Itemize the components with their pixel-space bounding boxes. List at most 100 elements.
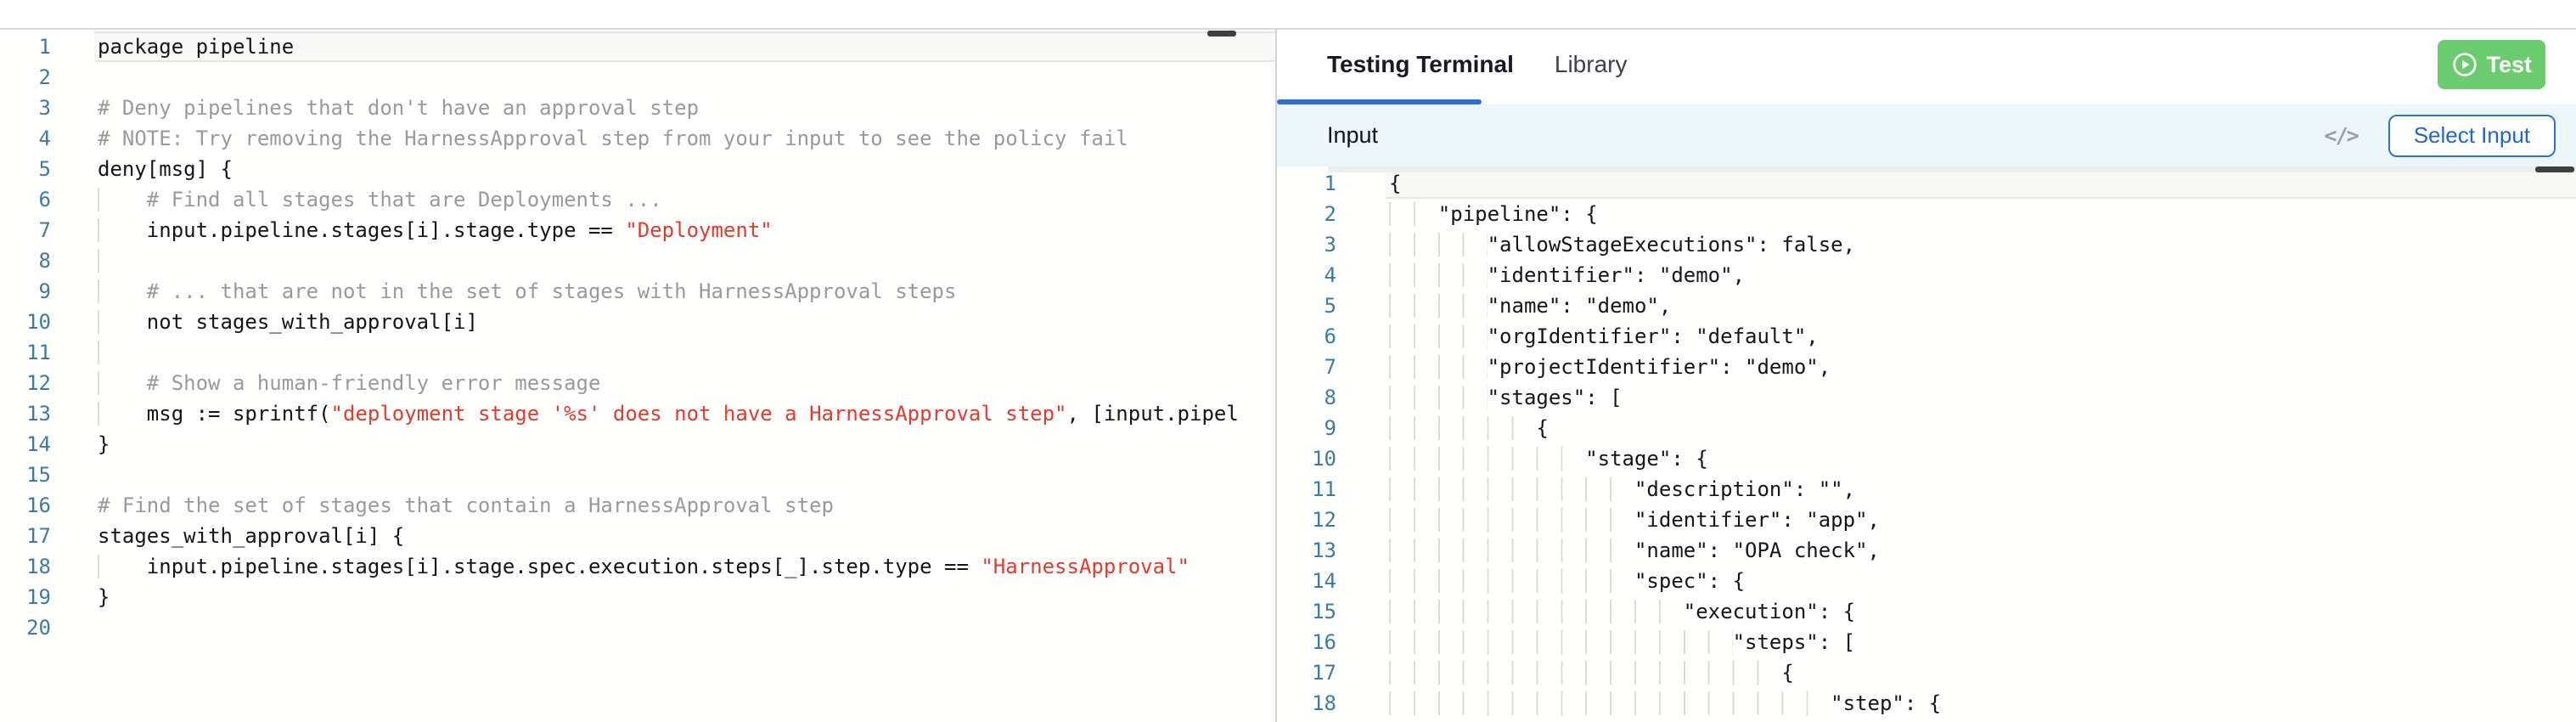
line-number: 11 <box>1312 477 1336 501</box>
code-line: 7 "projectIdentifier": "demo", <box>1277 352 2576 382</box>
code-line: 3# Deny pipelines that don't have an app… <box>0 93 1275 123</box>
pane-divider[interactable] <box>1275 28 1277 722</box>
line-number: 14 <box>1312 569 1336 593</box>
code-content <box>94 62 1275 93</box>
code-content: "pipeline": { <box>1386 199 2576 229</box>
indent-guides <box>1389 539 1634 562</box>
code-line: 12 "identifier": "app", <box>1277 505 2576 535</box>
indent-guides <box>1389 233 1488 257</box>
line-number: 4 <box>38 127 51 150</box>
select-input-button[interactable]: Select Input <box>2388 114 2556 157</box>
indent-guides <box>1389 263 1488 287</box>
line-number: 18 <box>1312 691 1336 715</box>
line-number: 7 <box>1324 355 1336 379</box>
line-number: 5 <box>1324 294 1336 318</box>
indent-guides <box>1389 477 1634 501</box>
indent-guides <box>98 341 147 364</box>
code-line: 11 <box>0 337 1275 368</box>
code-view-icon[interactable]: </> <box>2324 123 2359 148</box>
line-number: 3 <box>1324 233 1336 257</box>
indent-guides <box>98 555 147 578</box>
line-number: 19 <box>26 585 51 609</box>
indent-guides <box>98 402 147 426</box>
line-number: 12 <box>1312 508 1336 532</box>
indent-guides <box>1389 661 1782 685</box>
code-line: 8 "stages": [ <box>1277 382 2576 413</box>
code-content <box>94 337 1275 368</box>
code-line: 16# Find the set of stages that contain … <box>0 490 1275 521</box>
indent-guides <box>1389 202 1438 226</box>
indent-guides <box>1389 324 1488 348</box>
code-line: 15 <box>0 460 1275 490</box>
line-number: 3 <box>38 96 51 120</box>
code-content: { <box>1386 413 2576 443</box>
line-number: 8 <box>38 249 51 273</box>
code-content: "spec": { <box>1386 566 2576 596</box>
code-content: } <box>98 585 110 609</box>
horizontal-scrollbar-thumb[interactable] <box>2535 166 2574 172</box>
indent-guides <box>1389 386 1488 409</box>
line-number: 1 <box>38 35 51 59</box>
line-number: 4 <box>1324 263 1336 287</box>
code-line: 20 <box>0 612 1275 643</box>
indent-guides <box>98 310 147 334</box>
code-line: 10 "stage": { <box>1277 443 2576 474</box>
line-number: 18 <box>26 555 51 578</box>
code-line: 17 stages_with_approval[i] { <box>0 521 1275 551</box>
test-button[interactable]: Test <box>2438 40 2545 89</box>
tab-library[interactable]: Library <box>1555 51 1628 78</box>
code-line: 13 msg := sprintf("deployment stage '%s'… <box>0 398 1275 429</box>
code-content: deny[msg] { <box>98 157 233 181</box>
line-number: 9 <box>1324 416 1336 440</box>
code-content: "identifier": "app", <box>1386 505 2576 535</box>
line-number: 13 <box>1312 539 1336 562</box>
code-line: 4 # NOTE: Try removing the HarnessApprova… <box>0 123 1275 154</box>
code-line: 8 <box>0 245 1275 276</box>
line-number: 7 <box>38 218 51 242</box>
tab-testing-terminal[interactable]: Testing Terminal <box>1327 51 1514 78</box>
line-number: 15 <box>1312 600 1336 623</box>
code-line: 17 { <box>1277 657 2576 688</box>
code-line: 18 input.pipeline.stages[i].stage.spec.e… <box>0 551 1275 582</box>
indent-guides <box>1389 630 1733 654</box>
tab-label: Library <box>1554 51 1628 77</box>
line-number: 1 <box>1324 172 1336 195</box>
code-content: { <box>1386 657 2576 688</box>
input-json-editor[interactable]: 1{2 "pipeline": {3 "allowStageExecutions… <box>1277 166 2576 722</box>
line-number: 17 <box>26 524 51 548</box>
line-number: 8 <box>1324 386 1336 409</box>
code-line: 19} <box>0 582 1275 612</box>
line-number: 10 <box>1312 447 1336 471</box>
code-content: # NOTE: Try removing the HarnessApproval… <box>98 127 1128 150</box>
code-content: "orgIdentifier": "default", <box>1386 321 2576 352</box>
code-content <box>94 460 1275 490</box>
code-line: 9 { <box>1277 413 2576 443</box>
code-line: 18 "step": { <box>1277 688 2576 719</box>
line-number: 6 <box>38 188 51 212</box>
line-number: 14 <box>26 432 51 456</box>
code-content: package pipeline <box>94 31 1275 62</box>
line-number: 11 <box>26 341 51 364</box>
code-content: "stage": { <box>1386 443 2576 474</box>
code-line: 14} <box>0 429 1275 460</box>
input-bar: Input </> Select Input <box>1277 104 2576 166</box>
horizontal-scrollbar-thumb[interactable] <box>1207 31 1236 37</box>
code-line: 10 not stages_with_approval[i] <box>0 307 1275 337</box>
top-border <box>0 28 2576 30</box>
line-number: 9 <box>38 279 51 303</box>
horizontal-scrollbar-track[interactable] <box>1328 166 2576 172</box>
code-line: 6 # Find all stages that are Deployments… <box>0 184 1275 215</box>
code-line: 7 input.pipeline.stages[i].stage.type ==… <box>0 215 1275 245</box>
code-content: not stages_with_approval[i] <box>94 307 1275 337</box>
code-line: 4 "identifier": "demo", <box>1277 260 2576 290</box>
code-content: stages_with_approval[i] { <box>98 524 405 548</box>
test-button-label: Test <box>2486 51 2532 77</box>
indent-guides <box>1389 416 1537 440</box>
indent-guides <box>98 249 147 273</box>
terminal-tabs: Testing Terminal Library Test <box>1277 30 2576 99</box>
play-icon <box>2453 53 2478 76</box>
indent-guides <box>98 371 147 395</box>
line-number: 20 <box>26 616 51 640</box>
indent-guides <box>98 218 147 242</box>
